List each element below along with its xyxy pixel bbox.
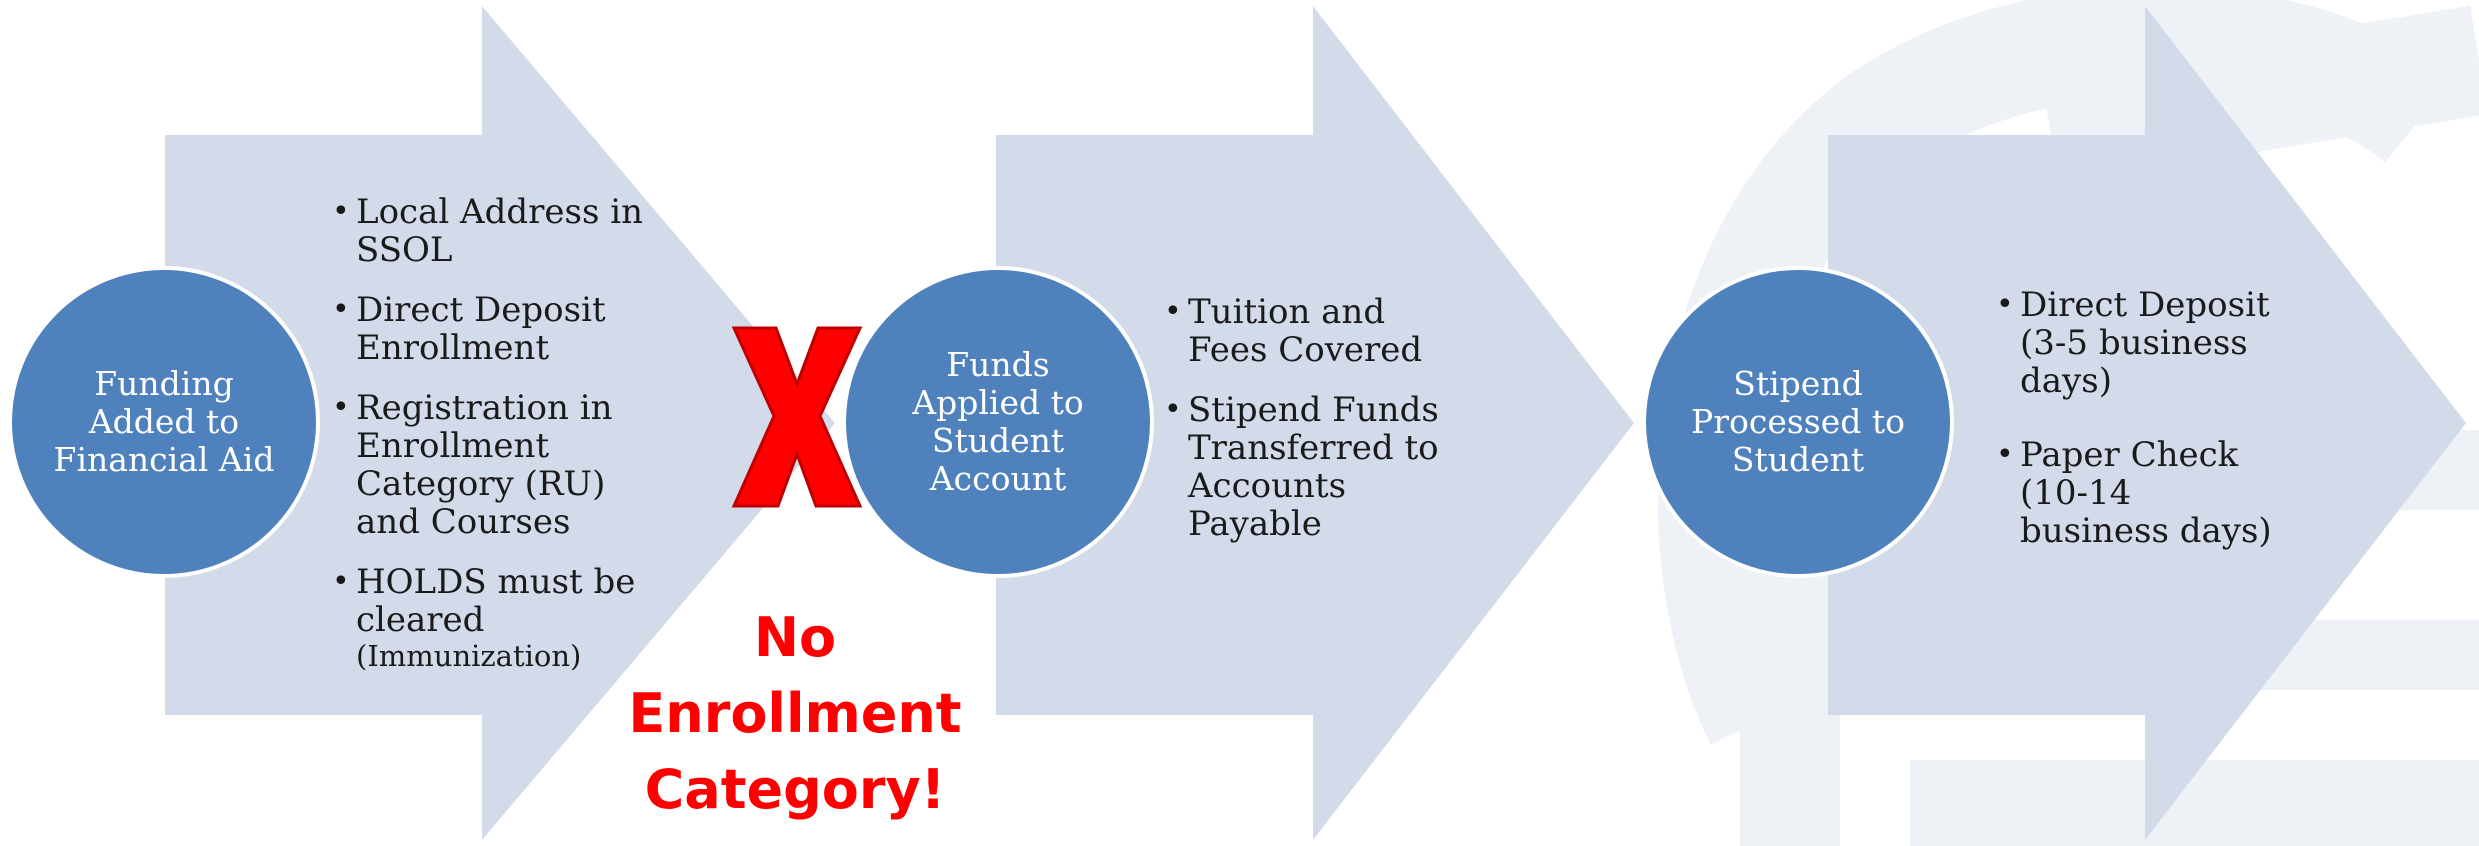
list-item: Local Address in SSOL	[332, 193, 662, 269]
stage-2-circle-line: Funds	[946, 345, 1050, 384]
bullet-text: Paper Check (10-14 business days)	[2020, 435, 2272, 551]
list-item: Stipend Funds Transferred to Accounts Pa…	[1164, 391, 1454, 543]
stage-2-circle-line: Student	[931, 421, 1065, 460]
stage-1-circle-line: Funding	[94, 364, 234, 403]
bullet-text: HOLDS must be cleared	[356, 562, 636, 640]
bullet-note: (Immunization)	[356, 639, 582, 673]
list-item: Paper Check (10-14 business days)	[1996, 436, 2286, 550]
stage-3-circle-line: Student	[1731, 440, 1865, 479]
stage-3-circle-line: Processed to	[1690, 402, 1905, 441]
stage-3-circle: Stipend Processed to Student	[1642, 266, 1954, 578]
alert-line: Category!	[644, 758, 946, 821]
alert-line: Enrollment	[628, 682, 962, 745]
stage-2-circle-line: Account	[929, 459, 1067, 498]
list-item: Direct Deposit (3-5 business days)	[1996, 286, 2286, 400]
stage-2-details-list: Tuition and Fees Covered Stipend Funds T…	[1164, 293, 1454, 565]
stage-1-circle: Funding Added to Financial Aid	[8, 266, 320, 578]
bullet-text: Local Address in SSOL	[356, 192, 643, 270]
bullet-text: Tuition and Fees Covered	[1188, 292, 1423, 370]
stage-1-circle-line: Financial Aid	[53, 440, 275, 479]
stage-3-arrow	[1828, 6, 2466, 840]
stage-2-circle-line: Applied to	[912, 383, 1084, 422]
stage-3-circle-line: Stipend	[1733, 364, 1863, 403]
bullet-text: Direct Deposit Enrollment	[356, 290, 606, 368]
alert-line: No	[753, 606, 837, 669]
bullet-text: Direct Deposit (3-5 business days)	[2020, 285, 2270, 401]
stage-1-requirements-list: Local Address in SSOL Direct Deposit Enr…	[332, 193, 662, 695]
stage-1-circle-line: Added to	[88, 402, 240, 441]
blocked-x-icon	[732, 326, 862, 508]
list-item: Registration in Enrollment Category (RU)…	[332, 389, 662, 541]
list-item: Tuition and Fees Covered	[1164, 293, 1454, 369]
stage-2-circle: Funds Applied to Student Account	[842, 266, 1154, 578]
no-enrollment-alert: No Enrollment Category!	[620, 600, 970, 828]
list-item: HOLDS must be cleared (Immunization)	[332, 563, 662, 673]
stage-3-payment-methods-list: Direct Deposit (3-5 business days) Paper…	[1996, 286, 2286, 572]
bullet-text: Stipend Funds Transferred to Accounts Pa…	[1188, 390, 1439, 544]
bullet-text: Registration in Enrollment Category (RU)…	[356, 388, 613, 542]
list-item: Direct Deposit Enrollment	[332, 291, 662, 367]
